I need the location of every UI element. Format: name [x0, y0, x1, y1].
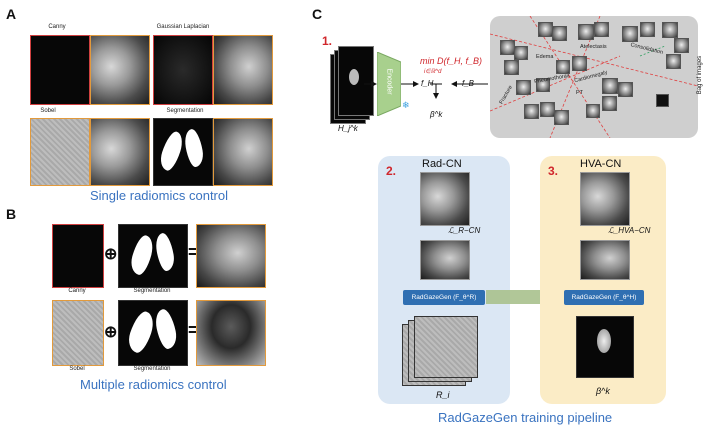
- label-seg-b1: Segmentation: [133, 288, 171, 294]
- min-equation: min D(f_H, f_B): [420, 56, 483, 66]
- img-result-b2: [196, 300, 266, 366]
- img-seg-b2: [118, 300, 188, 366]
- encoder-block: [377, 52, 401, 116]
- beta-heatmap: [576, 316, 634, 378]
- radcn-loss: ℒ_R−CN: [448, 226, 481, 235]
- ri-stack-1: [414, 316, 478, 378]
- img-seg-a: [153, 118, 213, 186]
- op-eq-2: =: [188, 320, 199, 340]
- fh-label: f_H: [421, 79, 434, 88]
- fb-label: f_B: [462, 79, 475, 88]
- snowflake-icon: ❄: [402, 100, 410, 110]
- panel-c-letter: C: [312, 6, 323, 22]
- pipeline-caption: RadGazeGen training pipeline: [438, 410, 613, 425]
- bag-label-pt: PT: [576, 90, 584, 96]
- panel-a-letter: A: [6, 6, 17, 22]
- img-xray-a2: [213, 35, 273, 105]
- h-label: H_j^k: [338, 124, 358, 133]
- img-sobel-b: [52, 300, 104, 366]
- label-sobel-a: Sobel: [40, 108, 56, 114]
- step-1-label: 1.: [322, 34, 333, 48]
- img-canny-b: [52, 224, 104, 288]
- label-seg-b2: Segmentation: [133, 366, 171, 372]
- img-xray-a1: [90, 35, 150, 105]
- img-xray-a4: [213, 118, 273, 186]
- img-gauss-a: [153, 35, 213, 105]
- bag-title: Bag of images: [697, 55, 703, 95]
- step-3-label: 3.: [548, 164, 559, 178]
- hvacn-loss: ℒ_HVA−CN: [608, 226, 651, 235]
- radcn-title: Rad-CN: [422, 158, 462, 170]
- beta-top-label: β^k: [430, 110, 443, 119]
- radgazegen-button-h: RadGazeGen (F_θ^H): [564, 290, 644, 305]
- radgazegen-button-r: RadGazeGen (F_θ^R): [403, 290, 485, 305]
- caption-single: Single radiomics control: [90, 188, 229, 203]
- img-seg-b1: [118, 224, 188, 288]
- img-canny-a: [30, 35, 90, 105]
- hvacn-title: HVA-CN: [580, 158, 622, 170]
- bag-of-images: Atelectasis Consolidation Edema Fracture…: [490, 16, 698, 138]
- beta-bottom-label: β^k: [596, 386, 610, 396]
- caption-multiple: Multiple radiomics control: [80, 377, 227, 392]
- op-plus-2: ⊕: [104, 324, 118, 341]
- op-plus-1: ⊕: [104, 246, 118, 263]
- label-canny-a: Canny: [48, 24, 66, 30]
- op-eq-1: =: [188, 242, 199, 262]
- label-canny-b: Canny: [68, 288, 86, 294]
- hvacn-output-xray: [580, 172, 630, 226]
- label-sobel-b: Sobel: [69, 366, 85, 372]
- img-xray-a3: [90, 118, 150, 186]
- radcn-output-xray: [420, 172, 470, 226]
- label-gauss-a: Gaussian Laplacian: [156, 24, 210, 30]
- step-2-label: 2.: [386, 164, 397, 178]
- hvacn-mid-xray: [580, 240, 630, 280]
- radcn-mid-xray: [420, 240, 470, 280]
- encoder-label: Encoder: [385, 68, 393, 95]
- bag-label-atelectasis: Atelectasis: [580, 44, 607, 50]
- ri-label: R_i: [436, 390, 450, 400]
- img-result-b1: [196, 224, 266, 288]
- img-sobel-a: [30, 118, 90, 186]
- min-subscript: i∈ℝ^d: [424, 69, 442, 75]
- label-seg-a: Segmentation: [166, 108, 204, 114]
- bag-label-edema: Edema: [536, 54, 554, 60]
- panel-b-letter: B: [6, 206, 17, 222]
